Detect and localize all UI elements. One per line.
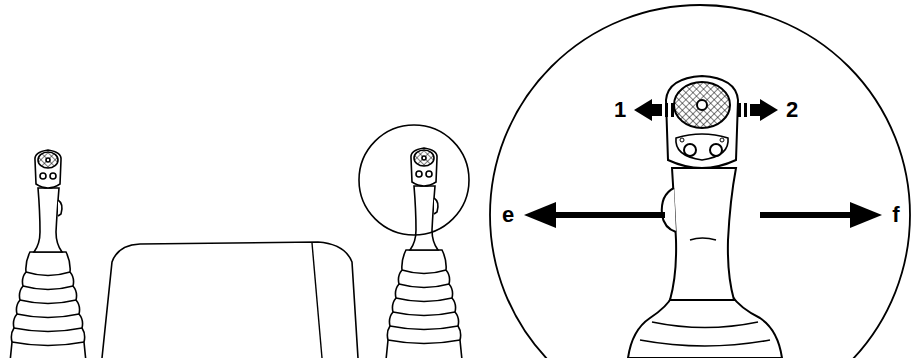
callout-label: 1 [614,99,626,121]
callout-label: f [892,204,899,226]
callout-label: 2 [786,99,798,121]
callout-label: e [502,204,514,226]
